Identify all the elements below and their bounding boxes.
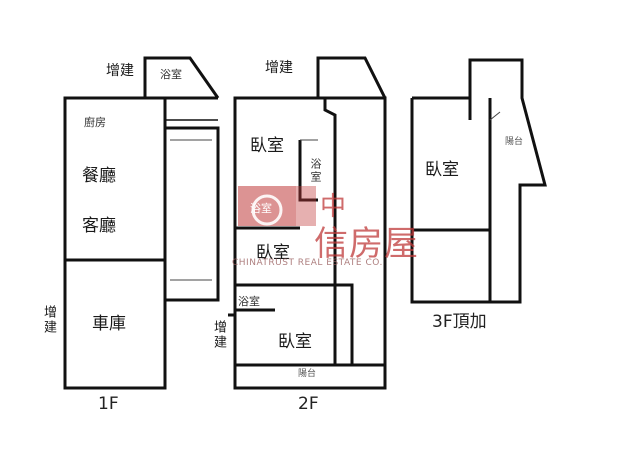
f2-bathroom-a-label: 浴室 (309, 158, 322, 184)
f2-caption: 2F (298, 394, 319, 414)
f2-addition-top-label: 增建 (265, 60, 293, 76)
f2-bedroom-b-label: 臥室 (256, 243, 290, 263)
f2-bedroom-a-label: 臥室 (250, 136, 284, 156)
f1-bathroom-label: 浴室 (160, 68, 182, 81)
f1-kitchen-label: 廚房 (84, 116, 106, 129)
f2-bathroom-c-label: 浴室 (238, 295, 260, 308)
f3-caption: 3F頂加 (432, 312, 487, 332)
f2-addition-side-label: 增建 (211, 320, 226, 350)
f2-balcony-label: 陽台 (298, 369, 317, 379)
f1-garage-label: 車庫 (92, 314, 126, 334)
watermark-char: 中 (320, 192, 347, 222)
f2-bathroom-b-label: 浴室 (250, 202, 272, 215)
f3-balcony-label: 陽台 (505, 137, 524, 147)
f1-caption: 1F (98, 394, 119, 414)
f2-bedroom-c-label: 臥室 (278, 332, 312, 352)
f1-dining-label: 餐廳 (82, 166, 116, 186)
watermark-logo-icon (238, 186, 316, 226)
f1-addition-top-label: 增建 (106, 63, 134, 79)
floor-2f-walls (228, 56, 387, 390)
floor-1f-walls (63, 56, 220, 390)
f1-living-label: 客廳 (82, 216, 116, 236)
f1-addition-side-label: 增建 (41, 305, 56, 335)
watermark-brand: 信房屋 (314, 224, 419, 264)
watermark-subtitle: CHINATRUST REAL ESTATE CO. (232, 258, 383, 268)
f3-bedroom-label: 臥室 (425, 160, 459, 180)
floor-3f-walls (410, 58, 547, 304)
